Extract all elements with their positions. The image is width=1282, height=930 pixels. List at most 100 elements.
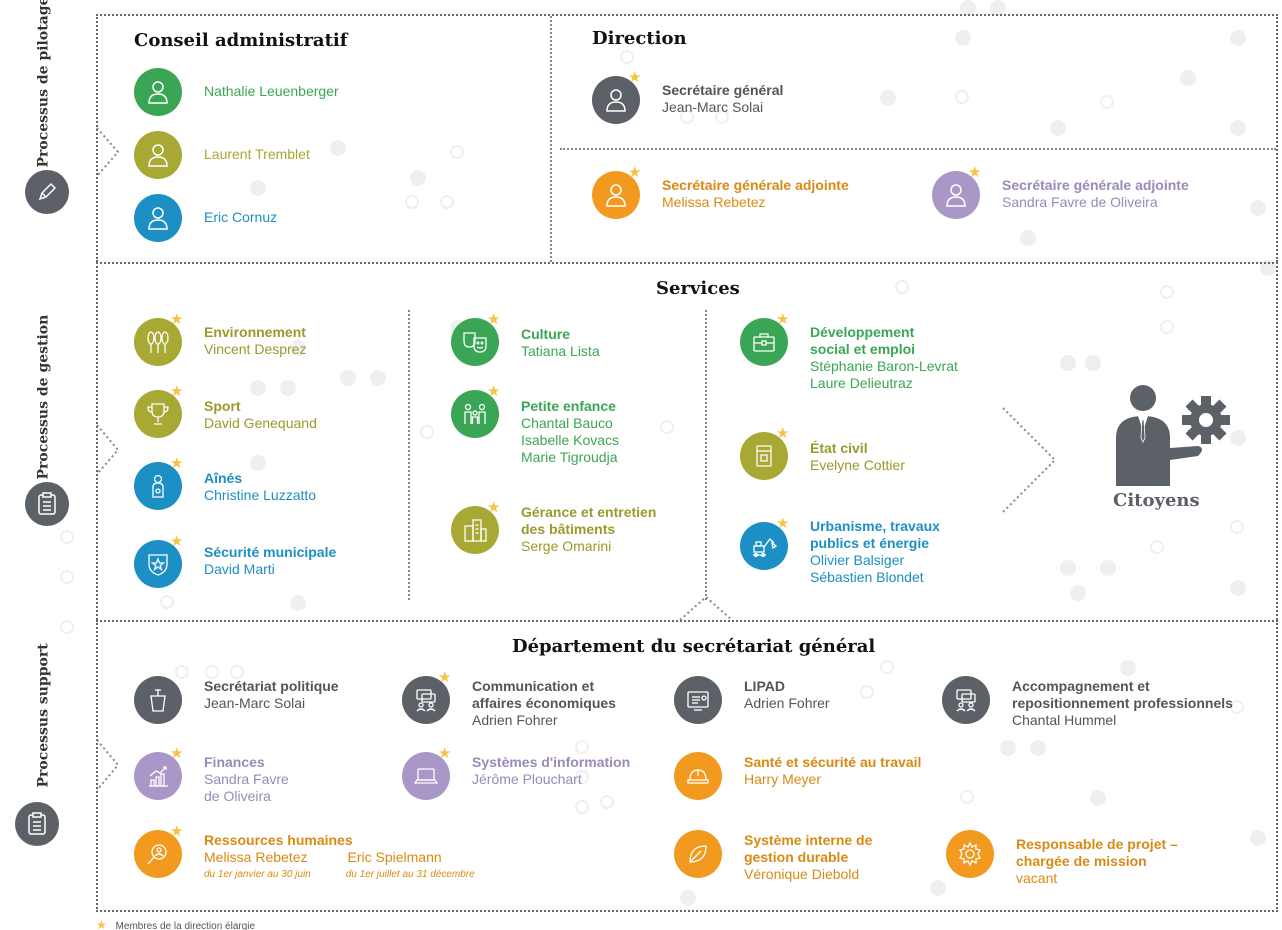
person-name: Tatiana Lista bbox=[521, 343, 600, 359]
dept-title: Accompagnement et bbox=[1012, 678, 1150, 694]
dept-title: affaires économiques bbox=[472, 695, 616, 711]
theater-masks-icon bbox=[451, 318, 499, 366]
departement-title: Département du secrétariat général bbox=[512, 636, 876, 657]
search-person-icon bbox=[134, 830, 182, 878]
star-icon: ★ bbox=[438, 745, 452, 762]
person-icon bbox=[134, 68, 182, 116]
role-title: Secrétaire générale adjointe bbox=[662, 177, 849, 193]
person-icon bbox=[932, 171, 980, 219]
star-icon: ★ bbox=[487, 499, 501, 516]
star-icon: ★ bbox=[628, 164, 642, 181]
person-name: Sandra Favre de Oliveira bbox=[1002, 194, 1158, 210]
dept-title: Systèmes d'information bbox=[472, 754, 631, 770]
pilotage-divider bbox=[550, 16, 552, 262]
dept-title: Ressources humaines bbox=[204, 832, 353, 848]
dept-title: Santé et sécurité au travail bbox=[744, 754, 922, 770]
role-title: Secrétaire général bbox=[662, 82, 784, 98]
person-name: Laure Delieutraz bbox=[810, 375, 913, 391]
side-label-gestion: Processus de gestion bbox=[35, 314, 52, 480]
star-icon: ★ bbox=[776, 425, 790, 442]
dept-title: repositionnement professionnels bbox=[1012, 695, 1233, 711]
person-name: Jean-Marc Solai bbox=[204, 695, 306, 711]
service-title: Sécurité municipale bbox=[204, 544, 337, 560]
person-name: David Genequand bbox=[204, 415, 317, 431]
book-icon bbox=[740, 432, 788, 480]
person-name: Vincent Desprez bbox=[204, 341, 307, 357]
star-icon: ★ bbox=[170, 455, 184, 472]
dept-title: chargée de mission bbox=[1016, 853, 1147, 869]
trophy-icon bbox=[134, 390, 182, 438]
star-icon: ★ bbox=[628, 69, 642, 86]
star-icon: ★ bbox=[170, 745, 184, 762]
person-name: vacant bbox=[1016, 870, 1058, 886]
citoyens-label: Citoyens bbox=[1113, 490, 1200, 511]
role-title: Secrétaire générale adjointe bbox=[1002, 177, 1189, 193]
dept-title: Secrétariat politique bbox=[204, 678, 339, 694]
dept-title: Finances bbox=[204, 754, 265, 770]
member-name: Laurent Tremblet bbox=[204, 146, 310, 162]
side-label-support: Processus support bbox=[35, 643, 52, 788]
family-icon bbox=[451, 390, 499, 438]
side-label-pilotage: Processus de pilotage bbox=[35, 0, 52, 168]
person-name: Evelyne Cottier bbox=[810, 457, 905, 473]
support-frame bbox=[96, 620, 1278, 912]
star-icon: ★ bbox=[170, 311, 184, 328]
person-name: Isabelle Kovacs bbox=[521, 432, 620, 448]
services-divider-1 bbox=[408, 310, 410, 600]
person-name: Jean-Marc Solai bbox=[662, 99, 764, 115]
person-name: Sandra Favre bbox=[204, 771, 289, 787]
star-icon: ★ bbox=[170, 823, 184, 840]
service-title: Gérance et entretien bbox=[521, 504, 657, 520]
service-title: Petite enfance bbox=[521, 398, 616, 414]
person-icon bbox=[592, 76, 640, 124]
service-title: Environnement bbox=[204, 324, 306, 340]
dept-title: Communication et bbox=[472, 678, 595, 694]
service-title: social et emploi bbox=[810, 341, 916, 357]
podium-icon bbox=[134, 676, 182, 724]
services-title: Services bbox=[656, 278, 740, 299]
dept-title: LIPAD bbox=[744, 678, 785, 694]
member-name: Eric Cornuz bbox=[204, 209, 278, 225]
pencil-icon bbox=[25, 170, 69, 214]
person-name: Sébastien Blondet bbox=[810, 569, 924, 585]
dept-title: Responsable de projet – bbox=[1016, 836, 1178, 852]
laptop-icon bbox=[402, 752, 450, 800]
person-name: Adrien Fohrer bbox=[744, 695, 830, 711]
person-name: de Oliveira bbox=[204, 788, 271, 804]
clipboard-icon bbox=[25, 482, 69, 526]
clipboard-icon bbox=[15, 802, 59, 846]
chat-people-icon bbox=[402, 676, 450, 724]
person-name: Olivier Balsiger bbox=[810, 552, 905, 568]
member-name: Nathalie Leuenberger bbox=[204, 83, 339, 99]
elderly-icon bbox=[134, 462, 182, 510]
person-name: David Marti bbox=[204, 561, 275, 577]
legend: ★ Membres de la direction élargie bbox=[96, 918, 255, 930]
direction-divider bbox=[560, 148, 1276, 150]
person-name: Adrien Fohrer bbox=[472, 712, 558, 728]
conseil-title: Conseil administratif bbox=[134, 30, 348, 51]
person-icon bbox=[134, 194, 182, 242]
person-name: Serge Omarini bbox=[521, 538, 612, 554]
badge-icon bbox=[134, 540, 182, 588]
star-icon: ★ bbox=[776, 311, 790, 328]
star-icon: ★ bbox=[96, 918, 107, 930]
person-name: Jérôme Plouchart bbox=[472, 771, 582, 787]
star-icon: ★ bbox=[968, 164, 982, 181]
service-title: Développement bbox=[810, 324, 915, 340]
star-icon: ★ bbox=[487, 311, 501, 328]
gear-icon bbox=[946, 830, 994, 878]
person-name: Véronique Diebold bbox=[744, 866, 860, 882]
star-icon: ★ bbox=[776, 515, 790, 532]
star-icon: ★ bbox=[170, 533, 184, 550]
gestion-frame bbox=[96, 262, 1278, 620]
person-name: Chantal Bauco bbox=[521, 415, 613, 431]
briefcase-icon bbox=[740, 318, 788, 366]
chat-people-icon bbox=[942, 676, 990, 724]
legend-label: Membres de la direction élargie bbox=[115, 921, 256, 930]
star-icon: ★ bbox=[487, 383, 501, 400]
document-screen-icon bbox=[674, 676, 722, 724]
star-icon: ★ bbox=[438, 669, 452, 686]
service-title: État civil bbox=[810, 440, 868, 456]
person-name: Melissa Rebetez bbox=[662, 194, 766, 210]
